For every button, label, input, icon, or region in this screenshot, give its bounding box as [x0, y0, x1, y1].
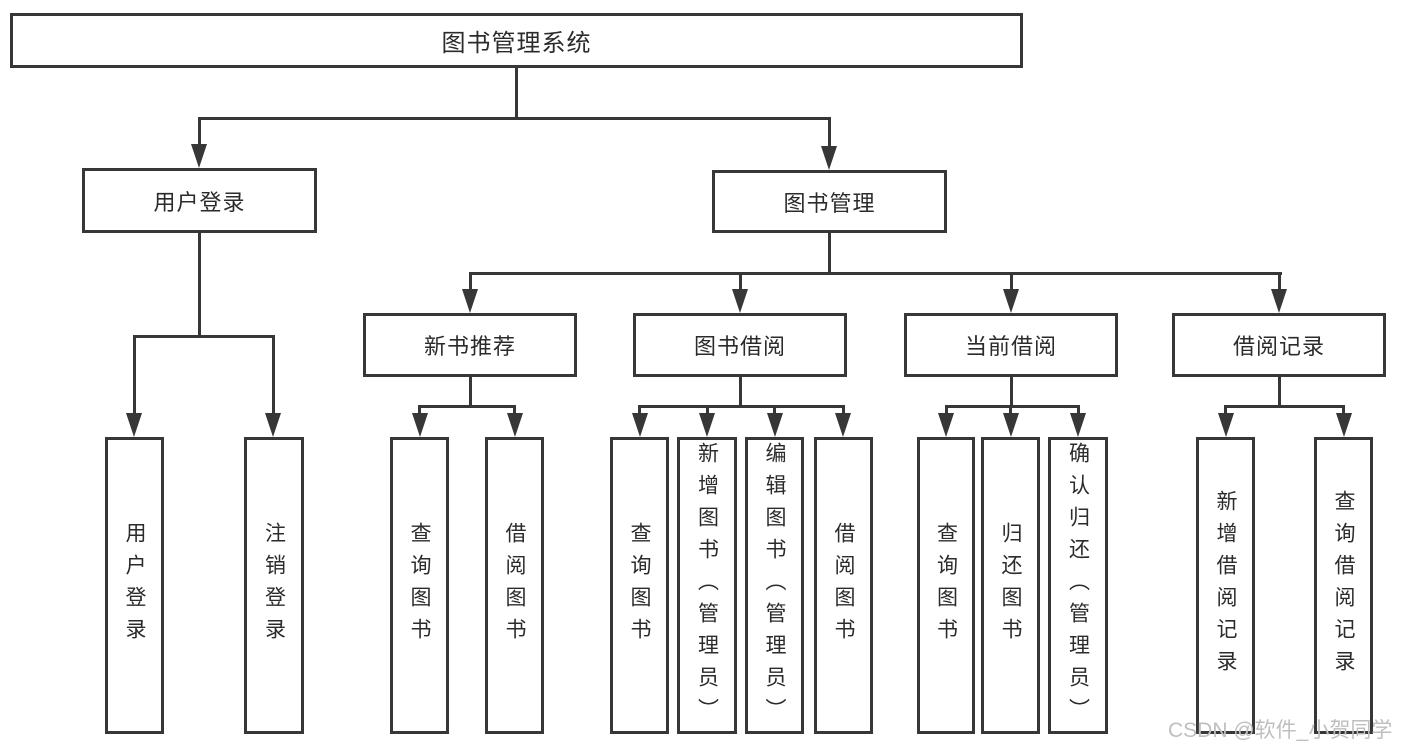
leaf-add-books-admin: 新增图书（管理员）	[677, 437, 737, 734]
connector-recommend-rail	[418, 405, 516, 408]
leaf-query-books-recommend: 查询图书	[390, 437, 449, 734]
leaf-return-books: 归还图书	[981, 437, 1040, 734]
leaf-label: 编辑图书（管理员）	[763, 441, 786, 730]
connector-user-login-stem	[197, 233, 201, 338]
connector-level3-rail	[468, 272, 1282, 275]
leaf-borrow-books-recommend: 借阅图书	[485, 437, 544, 734]
arrow-to-leaf-user-login	[126, 335, 142, 437]
leaf-logout: 注销登录	[244, 437, 304, 734]
leaf-add-borrow-record: 新增借阅记录	[1196, 437, 1255, 734]
leaf-user-login: 用户登录	[105, 437, 164, 734]
leaf-label: 新增借阅记录	[1214, 489, 1237, 682]
node-label: 新书推荐	[423, 334, 516, 359]
leaf-label: 查询图书	[628, 521, 651, 650]
leaf-label: 借阅图书	[503, 521, 526, 650]
arrow-to-leaf-confirm-return	[1070, 405, 1086, 437]
connector-recommend-stem	[468, 377, 472, 408]
connector-records-stem	[1277, 377, 1281, 408]
arrow-to-user-login	[191, 117, 207, 168]
leaf-label: 查询借阅记录	[1332, 489, 1355, 682]
leaf-label: 查询图书	[934, 521, 958, 650]
csdn-watermark: CSDN @软件_小贺同学	[1168, 719, 1393, 742]
arrow-to-leaf-add-borrow-record	[1217, 405, 1234, 437]
node-label: 用户登录	[153, 189, 246, 215]
arrow-to-leaf-return-books	[1002, 405, 1019, 437]
leaf-label: 确认归还（管理员）	[1066, 441, 1090, 730]
arrow-to-leaf-add-books	[699, 405, 715, 437]
node-user-login: 用户登录	[82, 168, 317, 233]
connector-current-stem	[1009, 377, 1013, 408]
arrow-to-leaf-edit-books	[766, 405, 783, 437]
connector-records-rail	[1224, 405, 1344, 408]
node-book-borrowing: 图书借阅	[633, 313, 847, 377]
leaf-label: 用户登录	[123, 521, 146, 650]
node-label: 图书借阅	[693, 334, 786, 359]
node-root-library-system: 图书管理系统	[10, 13, 1023, 68]
leaf-borrow-books-borrowing: 借阅图书	[814, 437, 873, 734]
arrow-to-leaf-borrow-books-recommend	[506, 405, 523, 437]
leaf-query-borrow-record: 查询借阅记录	[1314, 437, 1373, 734]
leaf-edit-books-admin: 编辑图书（管理员）	[745, 437, 804, 734]
arrow-to-book-management	[821, 117, 837, 170]
node-label: 图书管理系统	[441, 30, 592, 57]
arrow-to-current-borrowing	[1003, 272, 1019, 313]
leaf-query-books-borrowing: 查询图书	[610, 437, 669, 734]
connector-borrowing-rail	[638, 405, 844, 408]
arrow-to-leaf-borrow-books-borrowing	[835, 405, 851, 437]
node-new-book-recommend: 新书推荐	[363, 313, 577, 377]
leaf-query-books-current: 查询图书	[917, 437, 975, 734]
leaf-label: 归还图书	[999, 521, 1022, 650]
connector-current-rail	[944, 405, 1080, 408]
node-label: 借阅记录	[1232, 334, 1325, 359]
node-label: 当前借阅	[964, 334, 1057, 359]
leaf-label: 查询图书	[408, 521, 431, 650]
connector-user-login-rail	[132, 335, 275, 338]
arrow-to-leaf-query-books-current	[938, 405, 954, 437]
connector-level2-rail	[197, 117, 831, 120]
connector-borrowing-stem	[738, 377, 742, 408]
arrow-to-leaf-logout	[265, 335, 281, 437]
leaf-label: 借阅图书	[832, 521, 855, 650]
arrow-to-leaf-query-books-borrowing	[631, 405, 648, 437]
leaf-label: 注销登录	[262, 521, 286, 650]
arrow-to-book-borrowing	[732, 272, 748, 313]
arrow-to-new-book-recommend	[462, 272, 478, 313]
arrow-to-borrow-records	[1271, 272, 1287, 313]
node-book-management: 图书管理	[712, 170, 947, 233]
arrow-to-leaf-query-borrow-record	[1335, 405, 1352, 437]
node-current-borrowing: 当前借阅	[904, 313, 1118, 377]
connector-root-stem	[515, 68, 518, 120]
arrow-to-leaf-query-books-recommend	[411, 405, 428, 437]
connector-book-management-stem	[827, 233, 831, 275]
node-label: 图书管理	[783, 190, 876, 216]
leaf-label: 新增图书（管理员）	[695, 441, 719, 730]
node-borrow-records: 借阅记录	[1172, 313, 1386, 377]
leaf-confirm-return-admin: 确认归还（管理员）	[1048, 437, 1108, 734]
